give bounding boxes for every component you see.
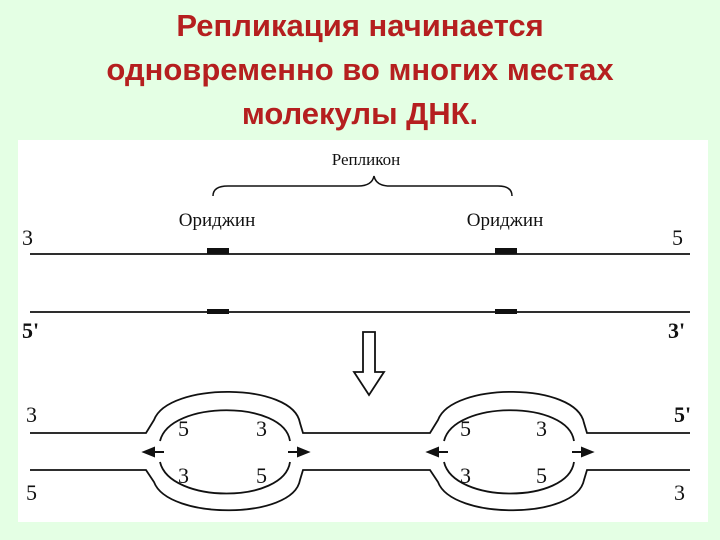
origin-right-label: Ориджин — [467, 210, 544, 231]
origin-left-label: Ориджин — [179, 210, 256, 231]
diagram-svg: Репликон Ориджин Ориджин 3 5 5' 3' 3 — [22, 150, 691, 512]
upper-top-right-end: 5 — [672, 225, 683, 250]
fork-arrow-left-2 — [425, 446, 448, 458]
replication-diagram: Репликон Ориджин Ориджин 3 5 5' 3' 3 — [18, 140, 708, 522]
bubble-left-inner-bottom — [159, 461, 291, 495]
lower-strand-top — [30, 391, 690, 434]
lower-top-right-end: 5' — [674, 402, 691, 427]
origin-mark-top-right — [495, 248, 517, 254]
title-line-3: молекулы ДНК. — [241, 96, 479, 131]
bubble-left-upper-left: 5 — [178, 416, 189, 441]
fork-arrow-right-1 — [288, 446, 311, 458]
bubble-right-upper-right: 3 — [536, 416, 547, 441]
replicon-brace — [212, 175, 513, 197]
slide-title: Репликация начинается одновременно во мн… — [0, 4, 720, 136]
upper-top-left-end: 3 — [22, 225, 33, 250]
fork-arrow-right-2 — [572, 446, 595, 458]
origin-mark-top-left — [207, 248, 229, 254]
replicon-label: Репликон — [332, 150, 400, 169]
bubble-right-upper-left: 5 — [460, 416, 471, 441]
lower-bottom-left-end: 5 — [26, 480, 37, 505]
title-line-2: одновременно во многих местах — [106, 52, 614, 87]
bubble-left-lower-right: 5 — [256, 463, 267, 488]
lower-bottom-right-end: 3 — [674, 480, 685, 505]
lower-strand-bottom — [30, 469, 690, 512]
fork-arrow-left-1 — [141, 446, 164, 458]
origin-mark-bottom-right — [495, 309, 517, 314]
bubble-right-lower-left: 3 — [460, 463, 471, 488]
title-line-1: Репликация начинается — [176, 8, 544, 43]
lower-top-left-end: 3 — [26, 402, 37, 427]
upper-bottom-left-end: 5' — [22, 318, 39, 343]
bubble-right-lower-right: 5 — [536, 463, 547, 488]
bubble-right-inner-bottom — [443, 461, 575, 495]
bubble-right-inner-top — [443, 409, 575, 442]
bubble-left-inner-top — [159, 409, 291, 442]
bubble-left-upper-right: 3 — [256, 416, 267, 441]
origin-mark-bottom-left — [207, 309, 229, 314]
bubble-left-lower-left: 3 — [178, 463, 189, 488]
down-arrow-icon — [352, 331, 386, 397]
upper-bottom-right-end: 3' — [668, 318, 685, 343]
